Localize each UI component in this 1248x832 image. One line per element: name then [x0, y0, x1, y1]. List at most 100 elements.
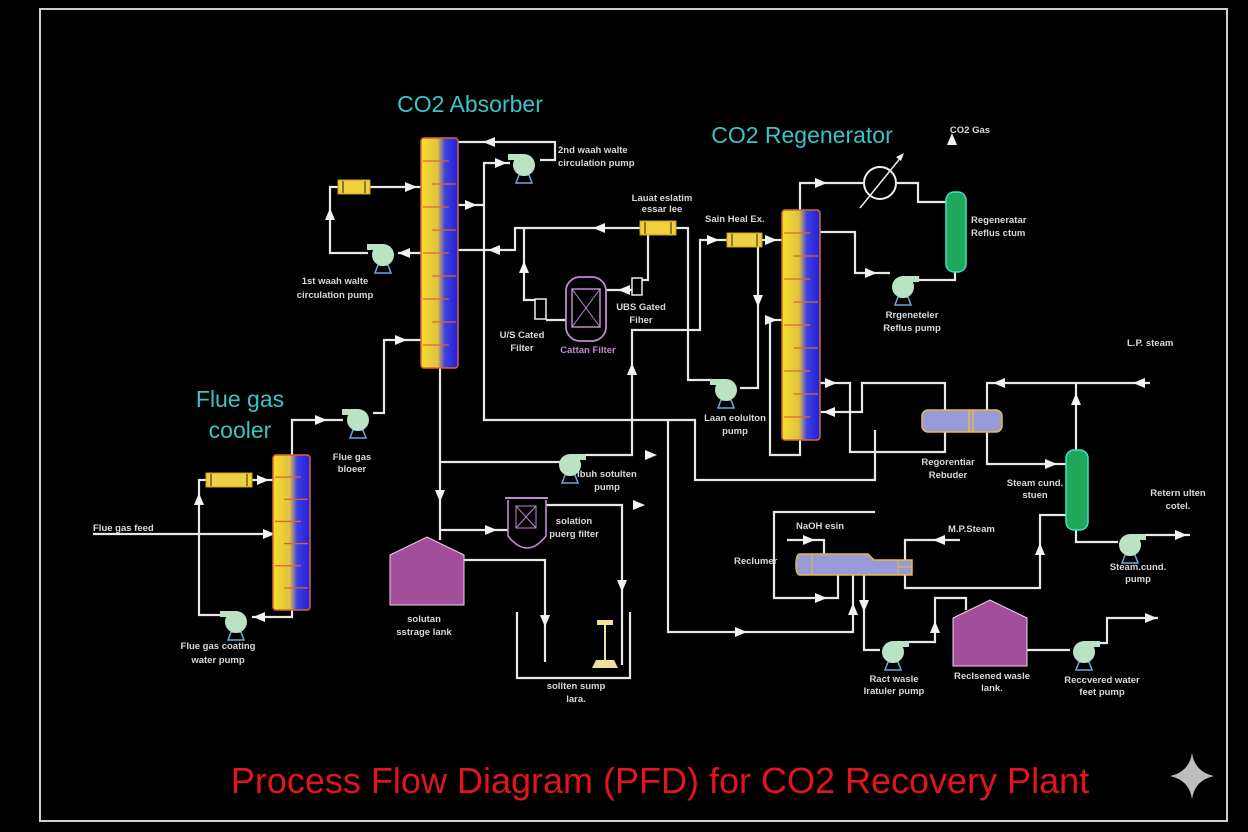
label-lean-pump: pump	[722, 426, 748, 437]
sump-pump	[592, 620, 618, 668]
label-us-filter: U/S Cated	[500, 330, 545, 341]
label-blower: bloeer	[338, 464, 367, 475]
label-cotton-filter: Cattan Filter	[560, 345, 616, 356]
pipe	[585, 238, 727, 457]
sparkle-icon	[1170, 753, 1214, 799]
flow-arrow-icon	[253, 612, 265, 622]
flow-arrow-icon	[1045, 459, 1057, 469]
label-co2-gas: CO2 Gas	[950, 125, 990, 136]
label-reboiler: Regorentiar	[921, 457, 975, 468]
section-title-regenerator: CO2 Regenerator	[711, 122, 893, 148]
pipe	[328, 185, 368, 255]
pipe	[676, 226, 712, 382]
flow-arrow-icon	[815, 593, 827, 603]
flow-arrow-icon	[488, 245, 500, 255]
pump-icon	[1073, 641, 1100, 671]
label-heat-ex: Sain Heal Ex.	[705, 214, 765, 225]
label-lean-pump: Laan eolulton	[704, 413, 766, 424]
label-water-pump: Reccvered water	[1064, 675, 1140, 686]
lean-solution-cooler	[639, 220, 677, 236]
label-ubs-filter: Fiher	[629, 315, 653, 326]
pump-icon	[559, 454, 586, 484]
label-sump-tank: sollten sump	[547, 681, 606, 692]
flow-arrow-icon	[815, 178, 827, 188]
flow-arrow-icon	[765, 315, 777, 325]
pipe	[985, 381, 1150, 410]
co2-regenerator-column	[781, 209, 821, 441]
flow-arrow-icon	[865, 268, 877, 278]
pipe	[1098, 616, 1158, 645]
flow-arrow-icon	[618, 285, 630, 295]
flow-arrow-icon	[707, 235, 719, 245]
label-reclaimer: Reclumer	[734, 556, 778, 567]
label-purge-filter: solation	[556, 516, 593, 527]
solution-purge-filter	[505, 497, 548, 549]
pipe	[896, 181, 946, 204]
label-lean-cooler: Lauat eslatim	[632, 193, 693, 204]
flow-arrow-icon	[435, 490, 445, 502]
label-cooling-pump: Flue gas coating	[181, 641, 256, 652]
reclaimer	[795, 553, 913, 576]
label-wash1: circulation pump	[297, 290, 374, 301]
flow-arrow-icon	[753, 295, 763, 307]
flow-arrow-icon	[593, 223, 605, 233]
wash-water-cooler	[337, 179, 371, 195]
pipe	[820, 381, 947, 454]
label-reflux-drum: Regeneratar	[971, 215, 1027, 226]
pumps	[220, 154, 1146, 671]
flow-arrow-icon	[859, 600, 869, 612]
flow-arrow-icon	[993, 378, 1005, 388]
condenser-icon	[859, 153, 904, 209]
label-blower: Flue gas	[333, 452, 372, 463]
label-feed: Flue gas feed	[93, 523, 154, 534]
pipe	[482, 161, 877, 482]
pipe	[197, 478, 222, 617]
flow-arrow-icon	[263, 529, 275, 539]
flow-arrow-icon	[1035, 543, 1045, 555]
pipe	[820, 230, 890, 275]
flow-arrow-icon	[398, 248, 410, 258]
flue-gas-cooler-column	[272, 454, 311, 611]
flow-arrow-icon	[465, 200, 477, 210]
flow-arrow-icon	[540, 615, 550, 627]
reclaimed-waste-tank	[952, 599, 1028, 667]
frame-border	[39, 8, 1228, 822]
heat-exchanger	[726, 232, 763, 248]
flow-arrow-icon	[483, 137, 495, 147]
label-steam-drum: stuen	[1022, 490, 1048, 501]
diagram-title: Process Flow Diagram (PFD) for CO2 Recov…	[231, 760, 1089, 801]
flow-arrow-icon	[765, 235, 777, 245]
section-title-cooler: cooler	[209, 417, 272, 443]
flow-arrow-icon	[633, 500, 645, 510]
label-lp-steam: L.P. steam	[1127, 338, 1173, 349]
label-wash2: circulation pump	[558, 158, 635, 169]
pump-icon	[220, 611, 247, 641]
pipe	[985, 432, 1066, 466]
label-steam-pump: Steam.cund.	[1110, 562, 1167, 573]
flow-arrow-icon	[1071, 393, 1081, 405]
label-cooling-pump: water pump	[190, 655, 245, 666]
flow-arrow-icon	[1175, 530, 1187, 540]
equipment-labels: 2nd waah walte circulation pump 1st waah…	[93, 125, 1206, 705]
label-mp-steam: M.P.Steam	[948, 524, 995, 535]
label-us-filter: Filter	[510, 343, 534, 354]
reflux-drum	[945, 191, 967, 273]
label-ubs-filter: UBS Gated	[616, 302, 666, 313]
regenerator-reboiler	[921, 409, 1003, 433]
flow-arrow-icon	[495, 158, 507, 168]
pipe	[522, 228, 535, 302]
pipe	[373, 338, 421, 415]
flow-arrow-icon	[1133, 378, 1145, 388]
solution-storage-tank	[389, 536, 465, 606]
flow-arrow-icon	[325, 208, 335, 220]
label-waste-tank: lank.	[981, 683, 1003, 694]
section-title-absorber: CO2 Absorber	[397, 91, 543, 117]
pump-icon	[508, 154, 535, 184]
label-reboiler: Rebuder	[929, 470, 968, 481]
label-wash1: 1st waah walte	[302, 276, 369, 287]
pipe	[798, 181, 864, 210]
flow-arrow-icon	[735, 627, 747, 637]
label-return: Retern ulten	[1150, 488, 1206, 499]
flow-arrow-icon	[823, 407, 835, 417]
